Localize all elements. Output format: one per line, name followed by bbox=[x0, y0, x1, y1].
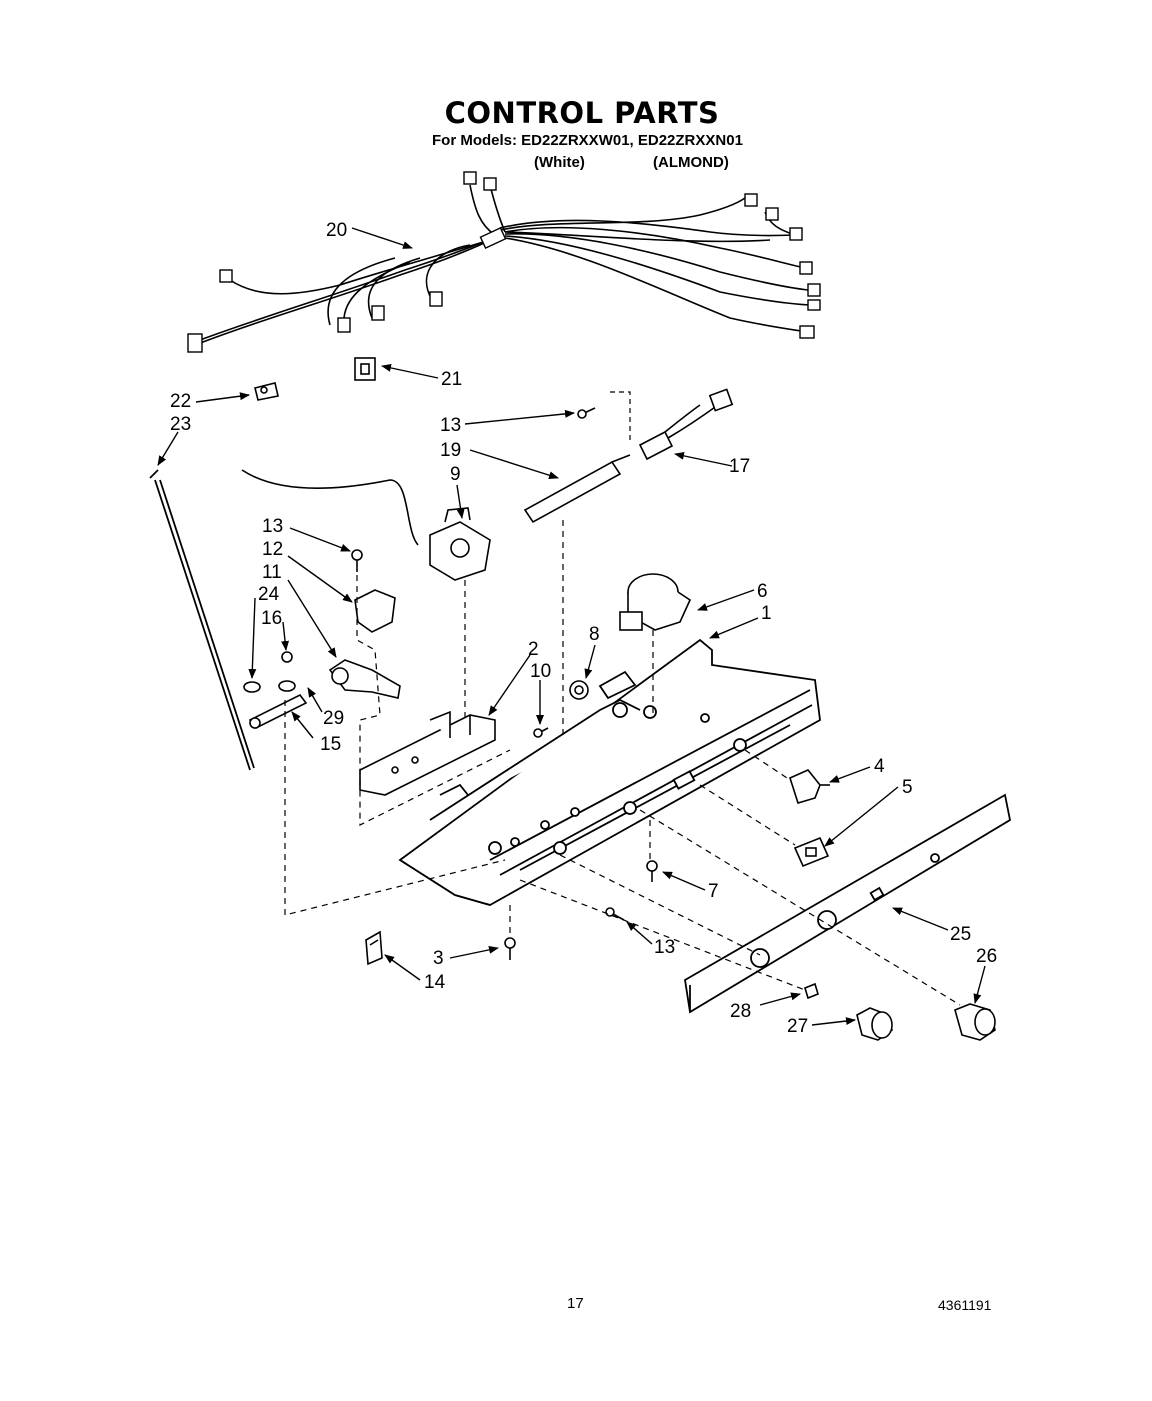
screw-13-bottom bbox=[605, 907, 625, 921]
models-line: For Models: ED22ZRXXW01, ED22ZRXXN01 bbox=[432, 132, 743, 149]
knob-26 bbox=[954, 1003, 996, 1041]
bracket-part-22 bbox=[254, 382, 279, 401]
resistor-17 bbox=[638, 388, 734, 461]
callout-17: 17 bbox=[729, 456, 750, 477]
callout-7: 7 bbox=[708, 881, 719, 902]
callout-26: 26 bbox=[976, 946, 997, 967]
screw-3 bbox=[504, 937, 516, 960]
leader-dash-17 bbox=[610, 391, 631, 440]
callout-15: 15 bbox=[320, 734, 341, 755]
harness-connectors bbox=[187, 171, 821, 353]
callout-8: 8 bbox=[589, 624, 600, 645]
control-panel-25 bbox=[684, 793, 1012, 1014]
callout-22: 22 bbox=[170, 391, 191, 412]
rod-part-23 bbox=[149, 469, 255, 771]
knob-27 bbox=[856, 1007, 893, 1041]
variant-almond: (ALMOND) bbox=[653, 154, 729, 171]
callout-10: 10 bbox=[530, 661, 551, 682]
callout-16: 16 bbox=[261, 608, 282, 629]
thermostat-9 bbox=[241, 469, 491, 581]
callout-24: 24 bbox=[258, 584, 280, 605]
callout-19: 19 bbox=[440, 440, 461, 461]
callout-12: 12 bbox=[262, 539, 283, 560]
callout-11: 11 bbox=[262, 562, 282, 583]
screw-13-top bbox=[577, 407, 596, 419]
callout-4: 4 bbox=[874, 756, 885, 777]
control-housing-1 bbox=[398, 638, 821, 906]
switch-5 bbox=[793, 836, 830, 868]
screw-7 bbox=[646, 860, 658, 882]
mounting-plate-2 bbox=[359, 710, 496, 796]
callout-9: 9 bbox=[450, 464, 461, 485]
screw-10 bbox=[533, 727, 549, 738]
sensor-tube-19 bbox=[523, 454, 631, 524]
timer-6 bbox=[619, 573, 692, 631]
callout-20: 20 bbox=[326, 220, 347, 241]
callout-5: 5 bbox=[902, 777, 913, 798]
callout-29: 29 bbox=[323, 708, 344, 729]
page-title: CONTROL PARTS bbox=[444, 96, 720, 130]
bracket-12 bbox=[354, 589, 396, 633]
spring-28 bbox=[804, 982, 819, 1000]
clip-part-21 bbox=[354, 357, 376, 381]
callout-13-left: 13 bbox=[262, 516, 283, 537]
callout-13-top: 13 bbox=[440, 415, 461, 436]
grommet-8 bbox=[569, 680, 589, 700]
callout-13-bottom: 13 bbox=[654, 937, 675, 958]
callout-25: 25 bbox=[950, 924, 971, 945]
callout-6: 6 bbox=[757, 581, 768, 602]
page-number: 17 bbox=[567, 1295, 584, 1312]
callout-1: 1 bbox=[761, 603, 772, 624]
callout-21: 21 bbox=[441, 369, 462, 390]
callout-28: 28 bbox=[730, 1001, 751, 1022]
washers-24-16-29 bbox=[243, 651, 296, 693]
document-code: 4361191 bbox=[938, 1297, 992, 1313]
variant-white: (White) bbox=[534, 154, 585, 171]
alignment-lines bbox=[284, 520, 961, 1006]
callout-3: 3 bbox=[433, 948, 444, 969]
screw-13-left bbox=[351, 549, 363, 572]
lever-15 bbox=[248, 693, 308, 730]
wire-harness bbox=[194, 184, 811, 346]
leader-arrows bbox=[157, 227, 986, 1026]
clip-14 bbox=[365, 930, 383, 966]
callout-2: 2 bbox=[528, 639, 539, 660]
shaft-11 bbox=[328, 659, 401, 699]
callout-27: 27 bbox=[787, 1016, 808, 1037]
callout-23: 23 bbox=[170, 414, 191, 435]
switch-4 bbox=[789, 769, 830, 804]
callout-14: 14 bbox=[424, 972, 446, 993]
callout-labels: 20 21 22 23 13 19 17 9 13 12 11 24 16 29… bbox=[170, 220, 997, 1037]
